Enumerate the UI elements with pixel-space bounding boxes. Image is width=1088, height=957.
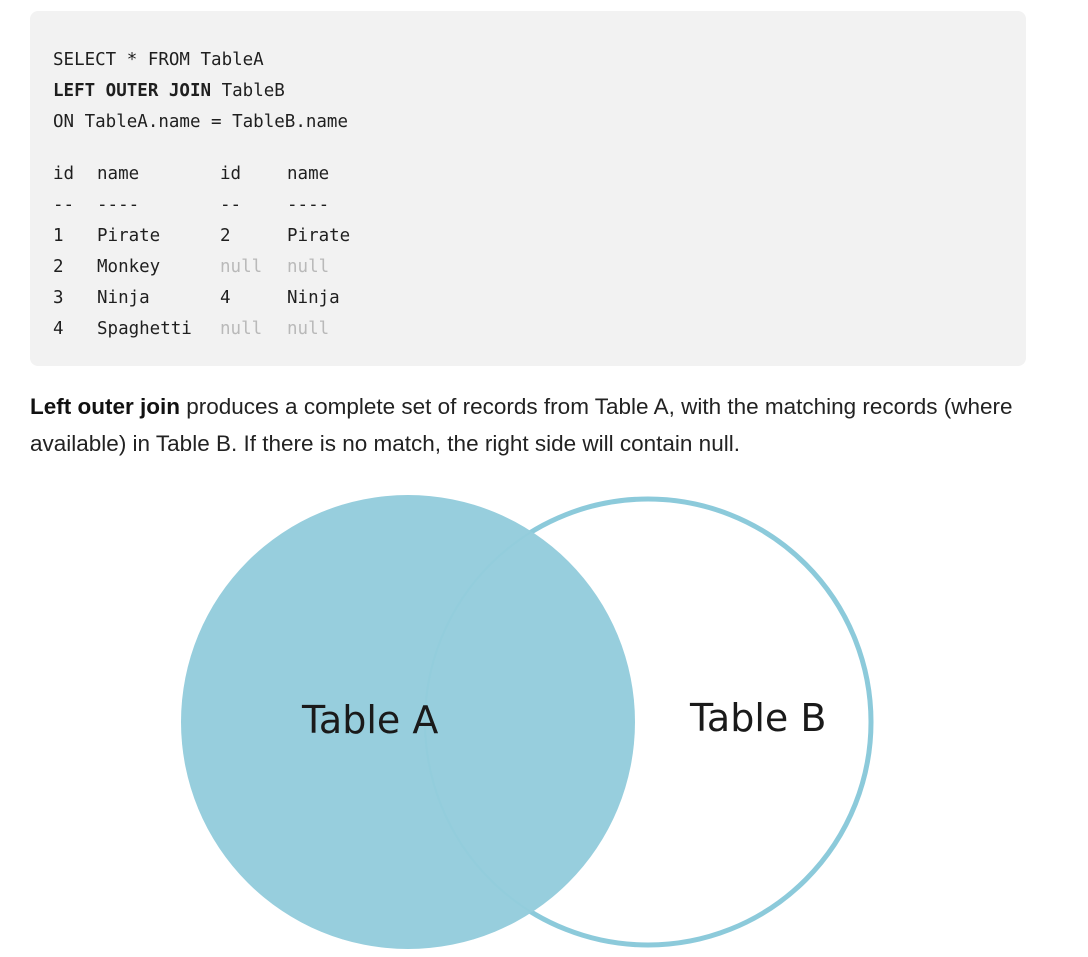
result-separator: ----: [97, 195, 140, 215]
description-term: Left outer join: [30, 394, 180, 419]
result-cell: 3: [53, 288, 64, 308]
result-cell: Ninja: [97, 288, 150, 308]
join-keyword: LEFT OUTER JOIN: [53, 81, 212, 101]
result-cell-null: null: [287, 319, 330, 339]
result-cell: 2: [220, 226, 231, 246]
result-cell: Pirate: [97, 226, 161, 246]
result-cell-null: null: [220, 257, 263, 277]
result-cell: 4: [53, 319, 64, 339]
result-cell: Spaghetti: [97, 319, 192, 339]
result-cell: Pirate: [287, 226, 351, 246]
result-header-name-a: name: [97, 164, 140, 184]
query-line-on: ON TableA.name = TableB.name: [53, 112, 349, 132]
result-header-name-b: name: [287, 164, 330, 184]
query-line-join: LEFT OUTER JOIN TableB: [53, 80, 285, 102]
result-cell: 2: [53, 257, 64, 277]
result-separator: --: [53, 195, 75, 215]
result-cell: Ninja: [287, 288, 340, 308]
result-header-id-b: id: [220, 164, 242, 184]
result-cell: 4: [220, 288, 231, 308]
venn-diagram: Table A Table B: [181, 495, 874, 949]
result-cell-null: null: [287, 257, 330, 277]
result-cell: Monkey: [97, 257, 161, 277]
result-separator: ----: [287, 195, 330, 215]
result-cell-null: null: [220, 319, 263, 339]
table-b-outline: [424, 498, 872, 946]
table-a-label: Table A: [301, 698, 438, 742]
result-cell: 1: [53, 226, 64, 246]
query-line-select: SELECT * FROM TableA: [53, 50, 264, 70]
description-text: produces a complete set of records from …: [30, 394, 1013, 456]
table-b-label: Table B: [689, 696, 826, 740]
code-block: SELECT * FROM TableA LEFT OUTER JOIN Tab…: [30, 11, 1026, 366]
table-a-circle: [181, 495, 635, 949]
result-separator: --: [220, 195, 242, 215]
description-paragraph: Left outer join produces a complete set …: [30, 388, 1040, 462]
join-table: TableB: [211, 81, 285, 101]
result-header-id-a: id: [53, 164, 75, 184]
